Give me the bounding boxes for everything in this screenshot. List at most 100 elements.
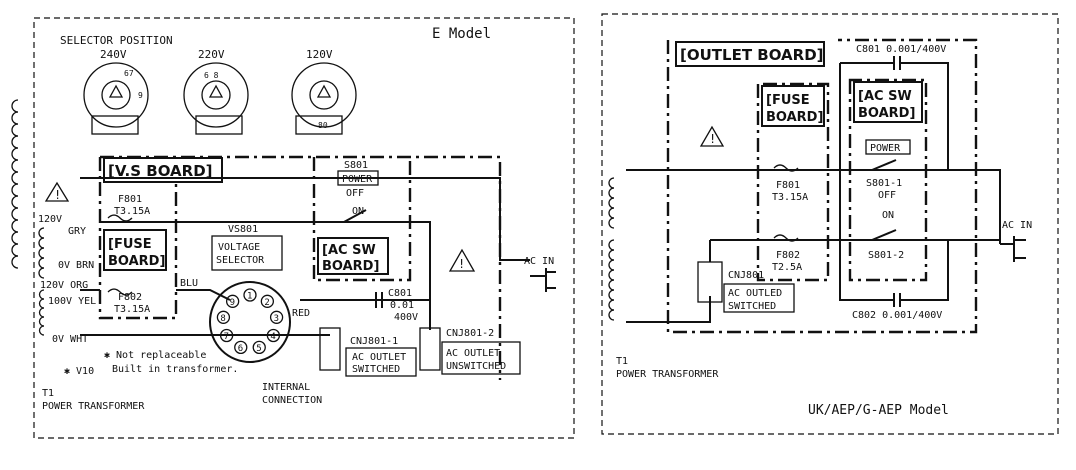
svg-text:!: ! (709, 132, 716, 146)
transformer-coil-right (608, 177, 615, 321)
coil-turn (608, 259, 615, 271)
svg-text:67: 67 (124, 69, 134, 78)
coil-turn (38, 257, 45, 269)
svg-text:AC IN: AC IN (1002, 220, 1032, 231)
coil-turn (11, 255, 19, 269)
left-model-label: E Model (432, 26, 491, 42)
selector-pin-label: 2 (264, 298, 269, 308)
svg-text:S801-2: S801-2 (868, 250, 904, 261)
svg-text:100V YEL: 100V YEL (48, 296, 96, 307)
voltage-selector-switch (209, 281, 291, 363)
svg-text:POWER: POWER (342, 174, 373, 185)
svg-text:GRY: GRY (68, 226, 86, 237)
svg-text:RED: RED (292, 308, 310, 319)
svg-text:F802: F802 (118, 292, 142, 303)
svg-text:6 8: 6 8 (204, 71, 219, 80)
svg-text:[FUSE: [FUSE (108, 237, 152, 252)
svg-text:ON: ON (882, 210, 894, 221)
ac-plug-icon (530, 268, 556, 292)
fuse-board-outline (98, 182, 178, 320)
svg-text:SWITCHED: SWITCHED (352, 364, 400, 375)
coil-turn (608, 217, 615, 229)
ac-plug-icon (1000, 236, 1026, 262)
svg-text:S801-1: S801-1 (866, 178, 902, 189)
selector-pin (234, 340, 248, 355)
warning-triangle-icon: ! (699, 125, 725, 147)
svg-text:!: ! (54, 188, 61, 202)
selector-pin-label: 9 (230, 298, 235, 308)
svg-text:BOARD]: BOARD] (766, 110, 823, 125)
selector-pin-label: 5 (256, 344, 261, 354)
right-ac-sw-board-outline (848, 78, 928, 282)
coil-turn (38, 307, 45, 318)
coil-turn (38, 289, 45, 300)
coil-turn (608, 197, 615, 209)
svg-text:400V: 400V (394, 312, 418, 323)
svg-text:BOARD]: BOARD] (322, 259, 379, 274)
svg-text:T3.15A: T3.15A (114, 206, 150, 217)
svg-text:AC IN: AC IN (524, 256, 554, 267)
svg-text:F801: F801 (118, 194, 142, 205)
svg-text:OFF: OFF (878, 190, 896, 201)
coil-turn (38, 325, 45, 336)
coil-turn (11, 147, 19, 161)
coil-turn (38, 316, 45, 327)
svg-text:✱ V10: ✱ V10 (64, 366, 94, 377)
selector-pin-label: 1 (247, 292, 252, 302)
svg-text:BOARD]: BOARD] (858, 106, 915, 121)
coil-turn (11, 219, 19, 233)
coil-turn (11, 243, 19, 257)
svg-text:AC OUTLED: AC OUTLED (728, 288, 782, 299)
svg-text:T2.5A: T2.5A (772, 262, 802, 273)
coil-turn (11, 207, 19, 221)
coil-turn (608, 299, 615, 311)
svg-text:[OUTLET BOARD]: [OUTLET BOARD] (680, 46, 824, 64)
coil-turn (608, 269, 615, 281)
svg-text:AC OUTLET: AC OUTLET (446, 348, 500, 359)
svg-text:CNJ801: CNJ801 (728, 270, 764, 281)
coil-turn (38, 267, 45, 279)
selector-220v-label: 220V (198, 48, 225, 61)
coil-turn (38, 298, 45, 309)
svg-text:ON: ON (352, 206, 364, 217)
selector-pin (219, 328, 234, 343)
svg-text:80: 80 (318, 121, 328, 130)
selector-240v-label: 240V (100, 48, 127, 61)
svg-text:POWER TRANSFORMER: POWER TRANSFORMER (42, 401, 145, 412)
coil-turn (11, 183, 19, 197)
svg-text:UNSWITCHED: UNSWITCHED (446, 361, 506, 372)
right-schematic: [OUTLET BOARD] ! [FUSE BOARD] F801 T3.15… (601, 13, 1059, 435)
coil-turn (11, 231, 19, 245)
svg-text:C801 0.001/400V: C801 0.001/400V (856, 44, 946, 55)
selector-pin (225, 294, 240, 308)
right-model-label: UK/AEP/G-AEP Model (808, 403, 949, 418)
coil-turn (608, 279, 615, 291)
svg-text:0.01: 0.01 (390, 300, 414, 311)
outlet-board-outline (666, 38, 978, 334)
vs-board-outline (98, 155, 502, 380)
coil-turn (11, 135, 19, 149)
svg-text:[FUSE: [FUSE (766, 93, 810, 108)
svg-text:CNJ801-1: CNJ801-1 (350, 336, 398, 347)
coil-turn (608, 177, 615, 189)
selector-pin-label: 6 (238, 344, 243, 354)
warning-triangle-icon: ! (44, 181, 70, 202)
svg-text:[AC SW: [AC SW (858, 89, 912, 104)
svg-text:POWER TRANSFORMER: POWER TRANSFORMER (616, 369, 719, 380)
selector-dial-120v: 120V 80 (291, 48, 357, 135)
s801-label: S801 (344, 160, 368, 171)
svg-text:OFF: OFF (346, 188, 364, 199)
selector-pin-label: 7 (224, 332, 229, 342)
ac-sw-board-outline (312, 157, 412, 282)
coil-turn (11, 99, 19, 113)
coil-turn (11, 195, 19, 209)
coil-turn (608, 249, 615, 261)
svg-text:POWER: POWER (870, 143, 901, 154)
svg-text:F802: F802 (776, 250, 800, 261)
coil-turn (38, 247, 45, 259)
coil-turn (38, 237, 45, 249)
svg-text:T3.15A: T3.15A (772, 192, 808, 203)
svg-text:BLU: BLU (180, 278, 198, 289)
warning-triangle-icon: ! (448, 248, 476, 272)
selector-dial-220v: 220V 6 8 (183, 48, 249, 135)
